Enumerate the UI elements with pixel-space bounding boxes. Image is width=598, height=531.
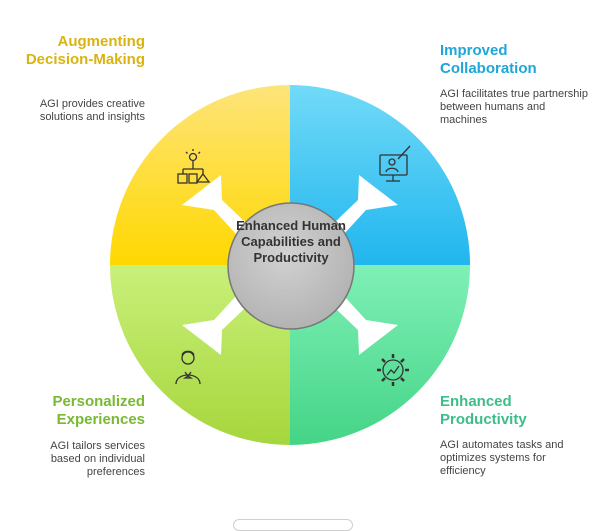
personalized-experiences-description: AGI tailors services based on individual… (50, 440, 145, 478)
improved-collaboration-title: Improved Collaboration (440, 42, 537, 77)
presentation-screen-icon (379, 145, 411, 182)
augmenting-decision-making-description: AGI provides creative solutions and insi… (39, 98, 145, 123)
improved-collaboration-description: AGI facilitates true partnership between… (440, 88, 588, 126)
bottom-tab[interactable] (233, 519, 353, 531)
augmenting-decision-making-title: Augmenting Decision-Making (25, 33, 145, 68)
segment-top-left (110, 85, 290, 265)
center-circle (227, 202, 355, 330)
personalized-experiences-title: Personalized Experiences (52, 393, 145, 428)
enhanced-productivity-description: AGI automates tasks and optimizes system… (440, 439, 564, 477)
enhanced-productivity-title: Enhanced Productivity (440, 393, 527, 428)
waiter-icon (175, 350, 201, 385)
gear-chart-icon (377, 354, 409, 386)
decision-tree-icon (177, 149, 211, 184)
center-label: Enhanced Human Capabilities and Producti… (236, 218, 346, 265)
